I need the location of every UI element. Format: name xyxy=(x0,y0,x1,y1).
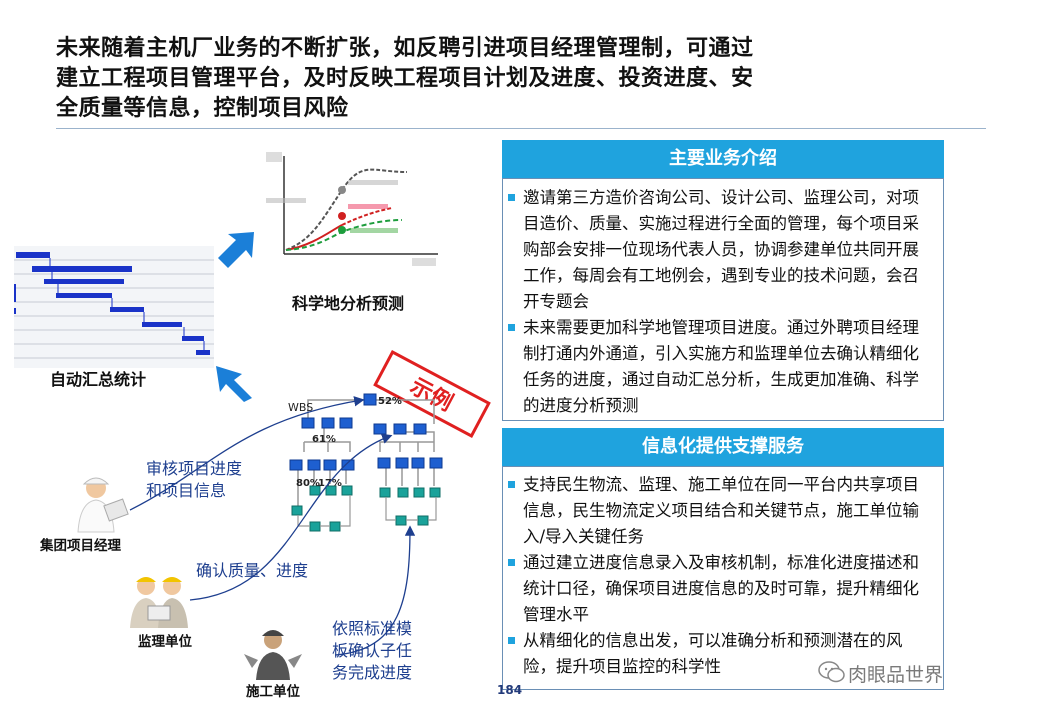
arrow-up-left-icon xyxy=(216,366,252,402)
title-line-2: 建立工程项目管理平台，及时反映工程项目计划及进度、投资进度、安 xyxy=(56,66,754,91)
page-number: 184 xyxy=(497,683,523,697)
section-body-main-business: 邀请第三方造价咨询公司、设计公司、监理公司，对项目造价、质量、实施过程进行全面的… xyxy=(502,178,944,421)
connector-arrows xyxy=(129,396,416,656)
project-manager-figure-icon xyxy=(77,477,129,533)
title-divider xyxy=(56,128,986,129)
forecast-caption: 科学地分析预测 xyxy=(292,294,405,313)
bullet-square-icon xyxy=(508,194,515,201)
note-supervisor-line-1: 确认质量、进度 xyxy=(196,561,309,580)
note-manager-line-1: 审核项目进度 xyxy=(146,459,243,478)
note-supervisor: 确认质量、进度 xyxy=(196,560,308,582)
note-contractor-line-2: 板确认子任 xyxy=(332,641,413,660)
wbs-pct-mid: 61% xyxy=(312,434,336,445)
note-manager-line-2: 和项目信息 xyxy=(146,481,227,500)
bullet-item: 通过建立进度信息录入及审核机制，标准化进度描述和统计口径，确保项目进度信息的及时… xyxy=(505,550,935,628)
title-line-1: 未来随着主机厂业务的不断扩张，如反聘引进项目经理管理制，可通过 xyxy=(56,36,754,61)
bullet-item: 从精细化的信息出发，可以准确分析和预测潜在的风险，提升项目监控的科学性 xyxy=(505,628,935,680)
wechat-icon xyxy=(818,661,845,683)
wbs-label: WBS xyxy=(288,401,314,414)
bullet-item: 未来需要更加科学地管理项目进度。通过外聘项目经理制打通内外通道，引入实施方和监理… xyxy=(505,315,935,419)
role-contractor: 施工单位 xyxy=(246,684,300,700)
gantt-caption: 自动汇总统计 xyxy=(50,370,147,389)
note-contractor-line-1: 依照标准模 xyxy=(332,619,413,638)
wbs-pct-top: 52% xyxy=(378,396,402,407)
wbs-pct-low2: 17% xyxy=(318,478,342,489)
arrow-up-right-icon xyxy=(218,232,254,268)
gantt-chart-image xyxy=(14,246,214,368)
bullet-item: 邀请第三方造价咨询公司、设计公司、监理公司，对项目造价、质量、实施过程进行全面的… xyxy=(505,185,935,315)
section-body-it-support: 支持民生物流、监理、施工单位在同一平台内共享项目信息，民生物流定义项目结合和关键… xyxy=(502,466,944,690)
watermark-text: 肉眼品世界 xyxy=(848,664,944,686)
wbs-tree-diagram xyxy=(289,393,443,532)
title-line-3: 全质量等信息，控制项目风险 xyxy=(56,96,349,121)
note-contractor-line-3: 务完成进度 xyxy=(332,663,413,682)
bullet-item: 支持民生物流、监理、施工单位在同一平台内共享项目信息，民生物流定义项目结合和关键… xyxy=(505,472,935,550)
bullet-square-icon xyxy=(508,559,515,566)
bullet-square-icon xyxy=(508,637,515,644)
note-contractor: 依照标准模 板确认子任 务完成进度 xyxy=(332,618,412,684)
role-project-manager: 集团项目经理 xyxy=(40,538,121,554)
bullet-square-icon xyxy=(508,481,515,488)
role-supervisor: 监理单位 xyxy=(138,634,192,650)
bullet-square-icon xyxy=(508,324,515,331)
supervisor-figure-icon xyxy=(130,577,188,628)
contractor-figure-icon xyxy=(244,630,302,680)
section-heading-main-business: 主要业务介绍 xyxy=(502,140,944,178)
slide-title: 未来随着主机厂业务的不断扩张，如反聘引进项目经理管理制，可通过 建立工程项目管理… xyxy=(56,34,816,124)
wbs-pct-low1: 80% xyxy=(296,478,320,489)
section-heading-it-support: 信息化提供支撑服务 xyxy=(502,428,944,466)
forecast-chart-image xyxy=(266,152,438,266)
note-manager: 审核项目进度 和项目信息 xyxy=(146,458,242,502)
